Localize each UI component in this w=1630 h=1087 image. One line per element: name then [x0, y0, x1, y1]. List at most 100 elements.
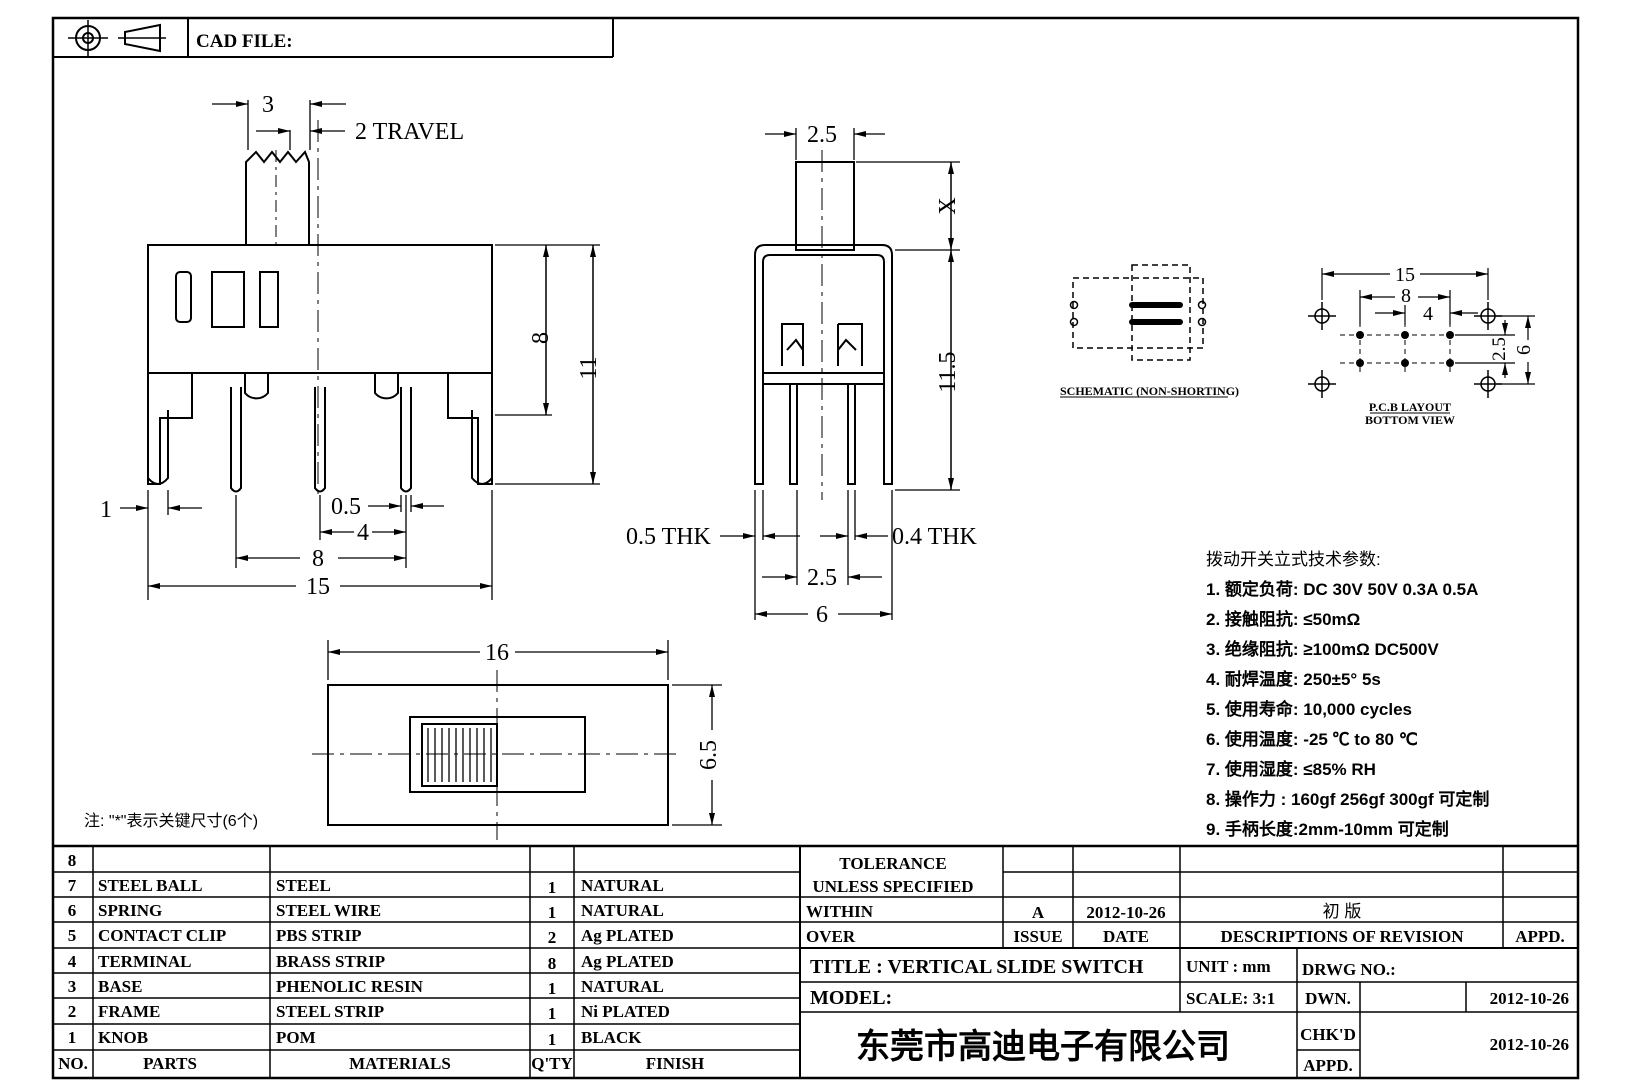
row-no: 2: [68, 1002, 77, 1021]
spec-item: 3. 绝缘阻抗: ≥100mΩ DC500V: [1206, 639, 1439, 659]
row-part: SPRING: [98, 901, 162, 920]
dwn-label: DWN.: [1305, 989, 1351, 1008]
header-qty: Q'TY: [531, 1054, 573, 1073]
appd-label: APPD.: [1515, 927, 1565, 946]
specs-heading: 拨动开关立式技术参数:: [1206, 550, 1381, 569]
row-qty: 2: [548, 928, 557, 947]
spec-item: 2. 接触阻抗: ≤50mΩ: [1206, 609, 1360, 629]
row-qty: 1: [548, 1030, 557, 1049]
dim-8: 8: [312, 546, 324, 572]
chkd-label: CHK'D: [1300, 1025, 1356, 1044]
row-material: PBS STRIP: [276, 926, 362, 945]
row-no: 1: [68, 1028, 77, 1047]
row-qty: 8: [548, 954, 557, 973]
drawing-title: TITLE : VERTICAL SLIDE SWITCH: [810, 956, 1144, 978]
spec-item: 8. 操作力 : 160gf 256gf 300gf 可定制: [1206, 789, 1489, 809]
header-finish: FINISH: [646, 1054, 705, 1073]
cad-file-label: CAD FILE:: [196, 31, 293, 52]
row-part: KNOB: [98, 1028, 148, 1047]
row-finish: NATURAL: [581, 901, 664, 920]
sheet-border: [51, 16, 1580, 1080]
revision-value: 初 版: [1323, 902, 1362, 921]
pcb-layout: [1308, 268, 1535, 398]
row-finish: BLACK: [581, 1028, 642, 1047]
projection-symbol-icon: [68, 20, 166, 56]
dim-h8: 8: [528, 332, 554, 344]
header-parts: PARTS: [143, 1054, 197, 1073]
row-part: FRAME: [98, 1002, 160, 1021]
chk-date: 2012-10-26: [1490, 1035, 1569, 1054]
front-view: [120, 100, 600, 600]
specs-list: 拨动开关立式技术参数: 1. 额定负荷: DC 30V 50V 0.3A 0.5…: [1206, 550, 1489, 839]
appd2-label: APPD.: [1303, 1056, 1353, 1075]
row-no: 8: [68, 851, 77, 870]
dim-4: 4: [357, 520, 369, 546]
pcb-dim-15: 15: [1395, 264, 1415, 286]
tolerance-label: TOLERANCE: [839, 854, 946, 873]
row-part: BASE: [98, 977, 142, 996]
cad-header: CAD FILE:: [53, 18, 614, 58]
schematic-diagram: [1069, 264, 1207, 361]
dim-3: 3: [262, 92, 274, 118]
row-no: 3: [68, 977, 77, 996]
pcb-dim-25: 2.5: [1489, 337, 1510, 361]
dim-thk05: 0.5 THK: [626, 524, 712, 550]
drwg-no-label: DRWG NO.:: [1302, 960, 1396, 979]
dim-1: 1: [100, 497, 112, 523]
dim-travel: 2 TRAVEL: [355, 119, 464, 145]
pcb-dim-4: 4: [1423, 303, 1433, 325]
row-part: TERMINAL: [98, 952, 192, 971]
dim-side-x: X: [935, 197, 961, 214]
spec-item: 4. 耐焊温度: 250±5° 5s: [1206, 669, 1381, 689]
dim-15: 15: [306, 574, 330, 600]
unit-label: UNIT : mm: [1186, 957, 1271, 976]
parts-table-text: 8 7 STEEL BALL STEEL 1 NATURAL 6 SPRING …: [58, 851, 704, 1073]
unless-specified-label: UNLESS SPECIFIED: [812, 877, 973, 896]
row-part: STEEL BALL: [98, 876, 202, 895]
spec-item: 7. 使用湿度: ≤85% RH: [1206, 759, 1376, 779]
dwn-date: 2012-10-26: [1490, 989, 1569, 1008]
pcb-dim-6: 6: [1513, 345, 1535, 355]
date-value: 2012-10-26: [1086, 903, 1165, 922]
spec-item: 9. 手柄长度:2mm-10mm 可定制: [1206, 819, 1449, 839]
row-qty: 1: [548, 903, 557, 922]
model-label: MODEL:: [810, 987, 892, 1009]
row-no: 6: [68, 901, 77, 920]
over-label: OVER: [806, 927, 856, 946]
dim-side-115: 11.5: [935, 351, 961, 392]
row-material: STEEL: [276, 876, 331, 895]
date-label: DATE: [1103, 927, 1149, 946]
dim-top-16: 16: [485, 640, 509, 666]
company-name: 东莞市高迪电子有限公司: [856, 1027, 1230, 1066]
dim-h11: 11: [576, 356, 602, 379]
row-finish: NATURAL: [581, 977, 664, 996]
dim-top-65: 6.5: [696, 740, 722, 770]
dim-05: 0.5: [331, 494, 361, 520]
row-material: STEEL WIRE: [276, 901, 381, 920]
scale-label: SCALE: 3:1: [1186, 989, 1275, 1008]
dim-side-25-bot: 2.5: [807, 565, 837, 591]
row-finish: NATURAL: [581, 876, 664, 895]
row-qty: 1: [548, 979, 557, 998]
schematic-label: SCHEMATIC (NON-SHORTING): [1060, 384, 1239, 398]
row-no: 5: [68, 926, 77, 945]
spec-item: 1. 额定负荷: DC 30V 50V 0.3A 0.5A: [1206, 579, 1478, 599]
row-finish: Ag PLATED: [581, 952, 674, 971]
parts-table: [53, 844, 1578, 1078]
title-block-text: TOLERANCE UNLESS SPECIFIED WITHIN OVER A…: [806, 854, 1569, 1075]
side-view: [720, 128, 960, 620]
row-qty: 1: [548, 1004, 557, 1023]
within-label: WITHIN: [806, 902, 874, 921]
header-materials: MATERIALS: [349, 1054, 451, 1073]
dim-side-25-top: 2.5: [807, 122, 837, 148]
title-block: [800, 846, 1578, 1078]
issue-label: ISSUE: [1013, 927, 1062, 946]
row-material: POM: [276, 1028, 316, 1047]
dim-thk04: 0.4 THK: [892, 524, 978, 550]
row-qty: 1: [548, 878, 557, 897]
row-material: PHENOLIC RESIN: [276, 977, 424, 996]
row-material: BRASS STRIP: [276, 952, 385, 971]
spec-item: 5. 使用寿命: 10,000 cycles: [1206, 699, 1412, 719]
pcb-dim-8: 8: [1401, 285, 1411, 307]
